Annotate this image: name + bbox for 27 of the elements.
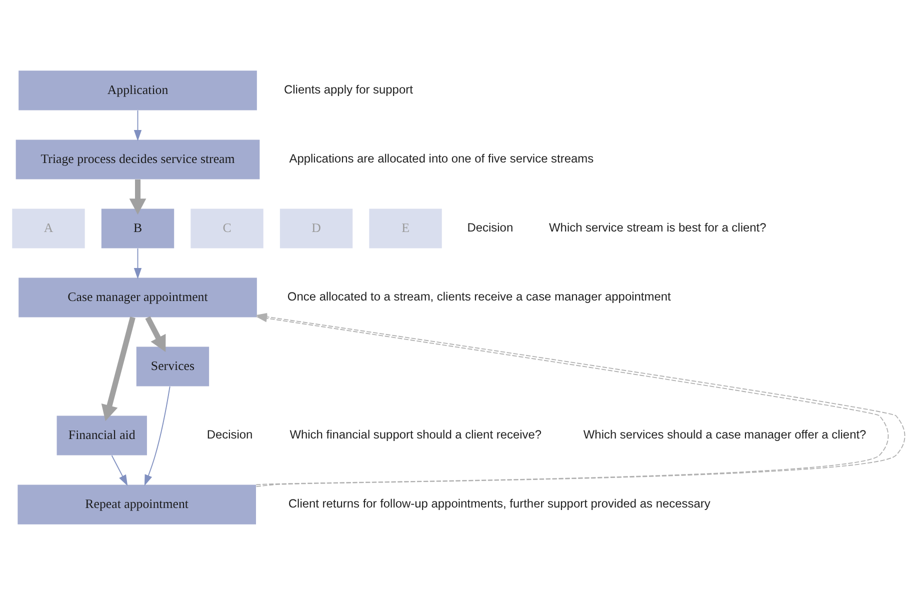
node-box: Repeat appointment <box>18 484 256 524</box>
node-box: Financial aid <box>56 415 147 455</box>
node-box: Triage process decides service stream <box>16 139 260 179</box>
node-box: B <box>101 208 174 248</box>
arrow <box>134 110 142 141</box>
arrow <box>134 248 142 279</box>
arrow <box>129 178 146 214</box>
label: Which service stream is best for a client? <box>549 220 766 234</box>
node-box: A <box>12 208 85 248</box>
node-box: C <box>190 208 264 248</box>
label: Client returns for follow-up appointments, further support provided as necessary <box>288 496 710 510</box>
node-box: D <box>280 208 353 248</box>
label: Clients apply for support <box>284 82 413 96</box>
arrow <box>111 454 128 486</box>
arrow <box>145 316 166 352</box>
label: Applications are allocated into one of five service streams <box>289 151 594 166</box>
label: Which services should a case manager offer a client? <box>583 427 866 442</box>
node-box: Case manager appointment <box>18 277 257 317</box>
label: Decision <box>206 427 253 442</box>
label: Which financial support should a client receive? <box>290 427 542 442</box>
node-box: Services <box>136 346 210 386</box>
arrow <box>144 386 170 486</box>
node-box: Application <box>18 70 257 110</box>
arrow <box>101 316 136 421</box>
label: Decision <box>467 220 514 234</box>
node-box: E <box>369 208 442 248</box>
label: Once allocated to a stream, clients receive a case manager appointment <box>287 289 671 304</box>
